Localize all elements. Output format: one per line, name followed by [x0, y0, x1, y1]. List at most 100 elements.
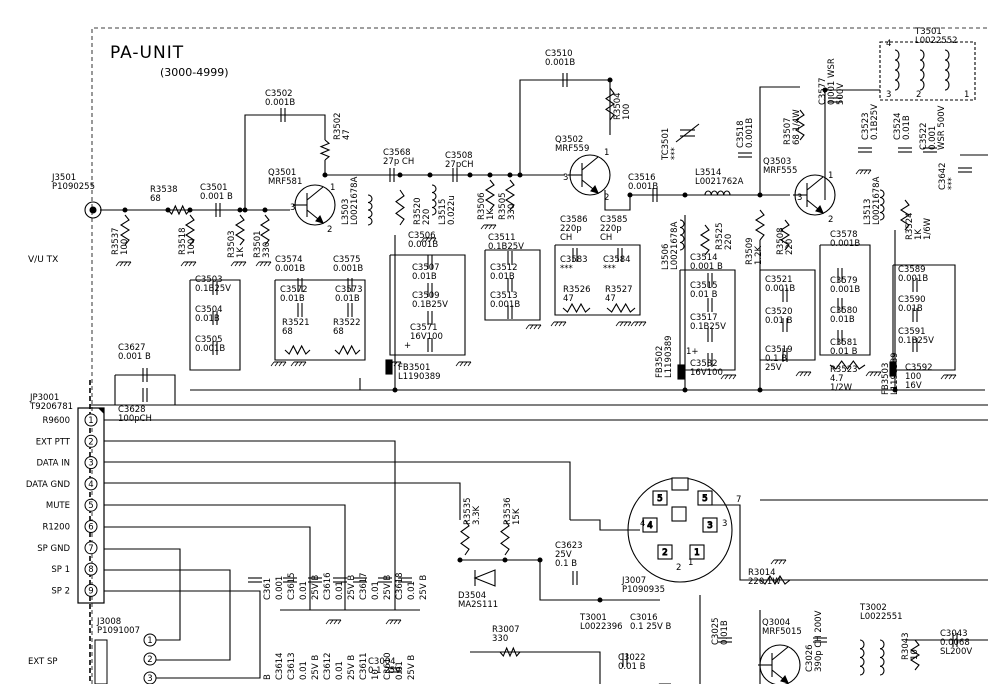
- pin-label-2: EXT PTT: [36, 437, 71, 447]
- pin-number: 3: [797, 193, 802, 203]
- c3586-label: C3586: [560, 215, 588, 225]
- c3025-label: 0.01B: [720, 620, 730, 645]
- l3506-label: L3506: [661, 244, 671, 270]
- c3623-label: 0.1 B: [555, 559, 577, 569]
- t3501-label: L0022552: [915, 36, 958, 46]
- wiring: [89, 79, 988, 684]
- pin-number: 2: [676, 563, 681, 573]
- ground-symbol: [720, 374, 737, 380]
- c3004-capacitor: [388, 667, 402, 673]
- c3523-label: C3523: [861, 112, 871, 140]
- c3585-label: 220p: [600, 224, 622, 234]
- c3022-capacitor: [622, 653, 628, 667]
- c3513-label: 0.001B: [490, 300, 520, 310]
- c3592-label: C3592: [905, 363, 933, 373]
- c3503-label: 0.1B25V: [195, 284, 231, 294]
- r3502-resistor: [319, 139, 331, 161]
- c3504-label: 0.01B: [195, 314, 220, 324]
- c3509-label: C3509: [412, 291, 440, 301]
- c3623-label: C3623: [555, 541, 583, 551]
- c3582-label: C3582: [690, 359, 718, 369]
- junction-dot: [502, 557, 508, 563]
- c3582-capacitor: [707, 353, 713, 367]
- l3506-inductor: [679, 219, 685, 251]
- jp3001-pin-5: [84, 498, 98, 512]
- l3503-inductor: [367, 194, 373, 226]
- c3574-label: 0.001B: [275, 264, 305, 274]
- ground-symbol: [525, 324, 542, 330]
- junction-dot: [607, 77, 613, 83]
- junction-dot: [682, 387, 688, 393]
- l3503-label: L3503: [341, 199, 351, 225]
- pin-label-8: SP 1: [51, 565, 70, 575]
- fb3501-label: FB3501: [398, 363, 430, 373]
- cap-row-label: 0.01: [335, 661, 345, 680]
- ground-symbol: [855, 169, 872, 175]
- pin-number: 3: [886, 90, 891, 100]
- r3522-label: 68: [333, 327, 344, 337]
- unit-serial-range: (3000-4999): [160, 66, 229, 79]
- c3504-capacitor: [212, 311, 218, 325]
- r3502-label: R3502: [333, 112, 343, 140]
- c3573-label: 0.01B: [335, 294, 360, 304]
- c3515-label: C3515: [690, 281, 718, 291]
- junction-dot: [392, 387, 398, 393]
- c3523-label: 0.1B25V: [870, 104, 880, 140]
- r3521-label: R3521: [282, 318, 310, 328]
- r3522-resistor: [334, 344, 361, 356]
- r3007-label: 330: [492, 634, 508, 644]
- pin-label-1: R9600: [42, 416, 70, 426]
- c3502-label: 0.001B: [265, 98, 295, 108]
- c3505-label: C3505: [195, 335, 223, 345]
- c3583-label: ***: [560, 264, 573, 274]
- c3571-capacitor: [427, 338, 433, 352]
- pin-number: 1: [828, 171, 833, 181]
- c3521-capacitor: [782, 288, 788, 302]
- c3502-capacitor: [280, 108, 286, 122]
- c3572-capacitor: [297, 303, 303, 317]
- junction-dot: [237, 207, 243, 213]
- c3628-label: C3628: [118, 405, 146, 415]
- cap-row-label: C3610: [383, 652, 393, 680]
- pin-label-5: MUTE: [46, 501, 70, 511]
- q3503-transistor: [793, 174, 836, 216]
- r3505-resistor: [504, 179, 516, 211]
- r3523-label: 1/2W: [830, 383, 853, 393]
- r3504-resistor: [605, 87, 615, 121]
- c3623-capacitor: [572, 571, 578, 585]
- fb3503-label: L1190389: [890, 352, 900, 395]
- r3507-resistor: [794, 109, 806, 141]
- c3523-capacitor: [858, 147, 872, 153]
- r3527-label: 47: [605, 294, 616, 304]
- c3508-capacitor: [452, 168, 458, 182]
- cap-row-label: C3617: [359, 572, 369, 600]
- l3503-label: L0021678A: [350, 176, 360, 225]
- cap-row-label: B: [263, 674, 273, 680]
- c3577-capacitor: [828, 97, 842, 103]
- c3509-capacitor: [427, 311, 433, 325]
- r3538-label: R3538: [150, 185, 178, 195]
- c3508-label: 27pCH: [445, 160, 474, 170]
- pin-number: 9: [88, 586, 93, 596]
- l3513-inductor: [879, 189, 885, 221]
- c3628-label: 100pCH: [118, 414, 152, 424]
- c3589-label: C3589: [898, 265, 926, 275]
- c3025-label: C3025: [711, 617, 721, 645]
- c3518-label: C3518: [736, 120, 746, 148]
- c3590-label: C3590: [898, 295, 926, 305]
- ground-symbol: [270, 361, 287, 367]
- junction-dot: [892, 387, 898, 393]
- junction-dot: [822, 87, 828, 93]
- jp3001-pin-3: [84, 456, 98, 470]
- t3001-label: L0022396: [580, 622, 623, 632]
- t3501-transformer: [879, 41, 976, 101]
- pin-number: 1: [964, 90, 969, 100]
- q3004-transistor: [758, 644, 801, 684]
- r3525-label: 220: [724, 234, 734, 250]
- c3506-label: 0.001B: [408, 240, 438, 250]
- pin-label-9: SP 2: [51, 586, 70, 596]
- c3504-label: C3504: [195, 305, 223, 315]
- j3007-label: J3007: [621, 576, 646, 586]
- jp3001-pin-6: [84, 520, 98, 533]
